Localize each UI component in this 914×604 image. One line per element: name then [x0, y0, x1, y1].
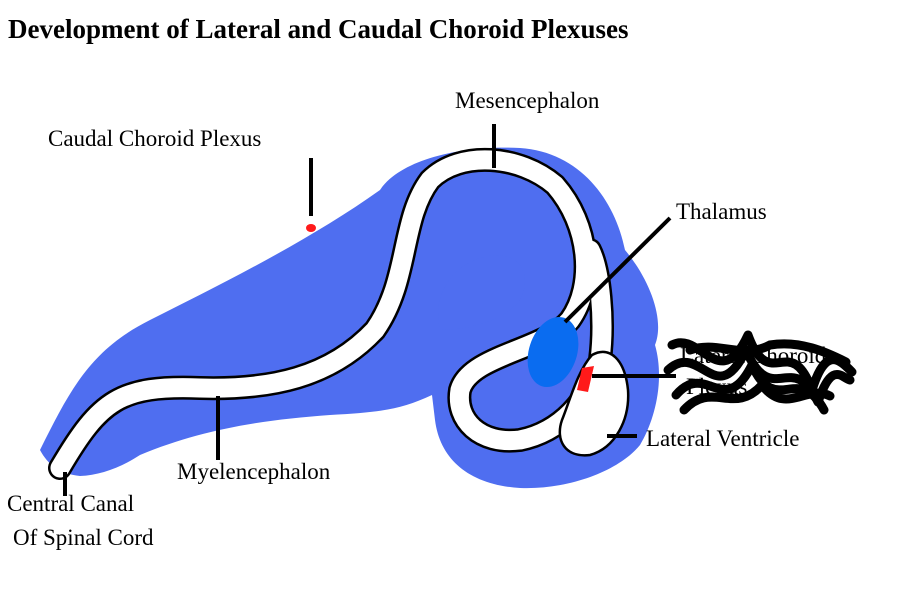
neural-canal-inner [50, 150, 612, 478]
scribble-redaction [663, 330, 857, 415]
label-lateral-ventricle: Lateral Ventricle [646, 426, 799, 451]
thalamus [527, 316, 579, 388]
diagram-title: Development of Lateral and Caudal Choroi… [8, 14, 629, 44]
label-thalamus: Thalamus [676, 199, 767, 224]
label-mesencephalon: Mesencephalon [455, 88, 600, 113]
label-myelencephalon: Myelencephalon [177, 459, 331, 484]
tissue-pocket [438, 255, 525, 330]
leader-thalamus [563, 216, 672, 324]
caudal-choroid-plexus [306, 224, 316, 232]
brain-tissue [40, 147, 660, 489]
label-caudal-choroid-plexus: Caudal Choroid Plexus [48, 126, 261, 151]
lateral-choroid-plexus [577, 366, 594, 392]
label-central-canal-line1: Central Canal [7, 491, 134, 516]
label-central-canal-line2: Of Spinal Cord [13, 525, 154, 550]
